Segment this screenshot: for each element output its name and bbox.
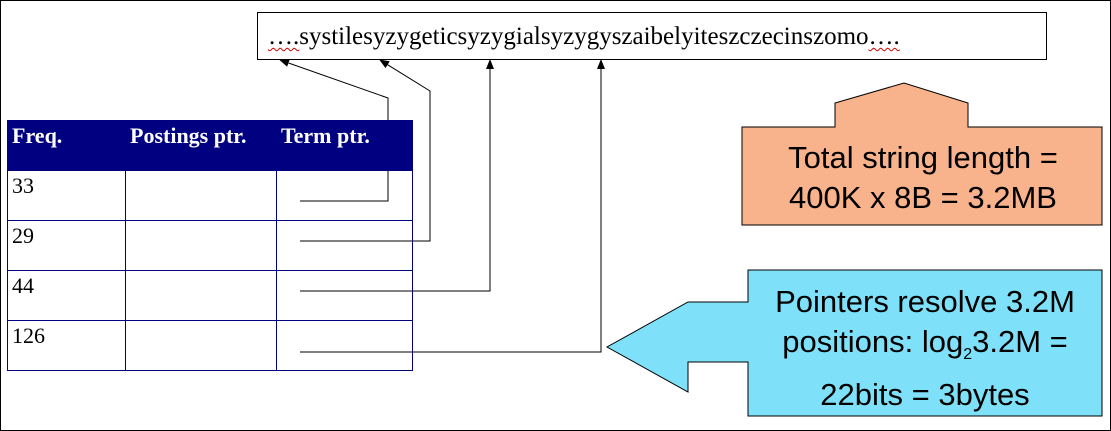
pointer-size-line3: 22bits = 3bytes: [820, 377, 1030, 413]
line2-post: 3.2M =: [972, 324, 1068, 359]
postings-cell: [125, 220, 277, 271]
term-ptr-cell: [276, 320, 413, 371]
total-length-line2: 400K x 8B = 3.2MB: [789, 180, 1057, 215]
total-length-text: Total string length = 400K x 8B = 3.2MB: [742, 138, 1104, 218]
left-arrow-callout: [605, 269, 1103, 417]
term-table: Freq. Postings ptr. Term ptr. 33 29 44 1…: [7, 120, 413, 371]
pointer-size-line2: positions: log23.2M =: [748, 322, 1102, 375]
table-header-row: Freq. Postings ptr. Term ptr.: [7, 120, 413, 171]
table-row: 29: [7, 220, 413, 271]
postings-cell: [125, 320, 277, 371]
up-arrow-callout: [741, 82, 1103, 226]
postings-cell: [125, 270, 277, 321]
freq-cell: 126: [7, 320, 126, 371]
line2-pre: positions: log: [782, 324, 964, 359]
header-freq: Freq.: [7, 120, 126, 171]
log-base: 2: [963, 346, 973, 364]
freq-cell: 44: [7, 270, 126, 321]
header-postings-ptr: Postings ptr.: [125, 120, 277, 171]
table-row: 33: [7, 170, 413, 221]
term-ptr-cell: [276, 170, 413, 221]
total-length-line1: Total string length =: [788, 140, 1058, 175]
dictionary-string: ….systilesyzygeticsyzygialsyzygyszaibely…: [257, 12, 1047, 60]
pointer-size-text: Pointers resolve 3.2M positions: log23.2…: [748, 282, 1102, 415]
table-row: 44: [7, 270, 413, 321]
table-row: 126: [7, 320, 413, 371]
string-suffix: ….: [868, 23, 900, 50]
term-ptr-cell: [276, 220, 413, 271]
postings-cell: [125, 170, 277, 221]
string-text: systilesyzygeticsyzygialsyzygyszaibelyit…: [299, 23, 869, 50]
freq-cell: 33: [7, 170, 126, 221]
header-term-ptr: Term ptr.: [276, 120, 413, 171]
term-ptr-cell: [276, 270, 413, 321]
string-prefix: ….: [268, 23, 300, 50]
freq-cell: 29: [7, 220, 126, 271]
pointer-size-line1: Pointers resolve 3.2M: [775, 284, 1075, 319]
